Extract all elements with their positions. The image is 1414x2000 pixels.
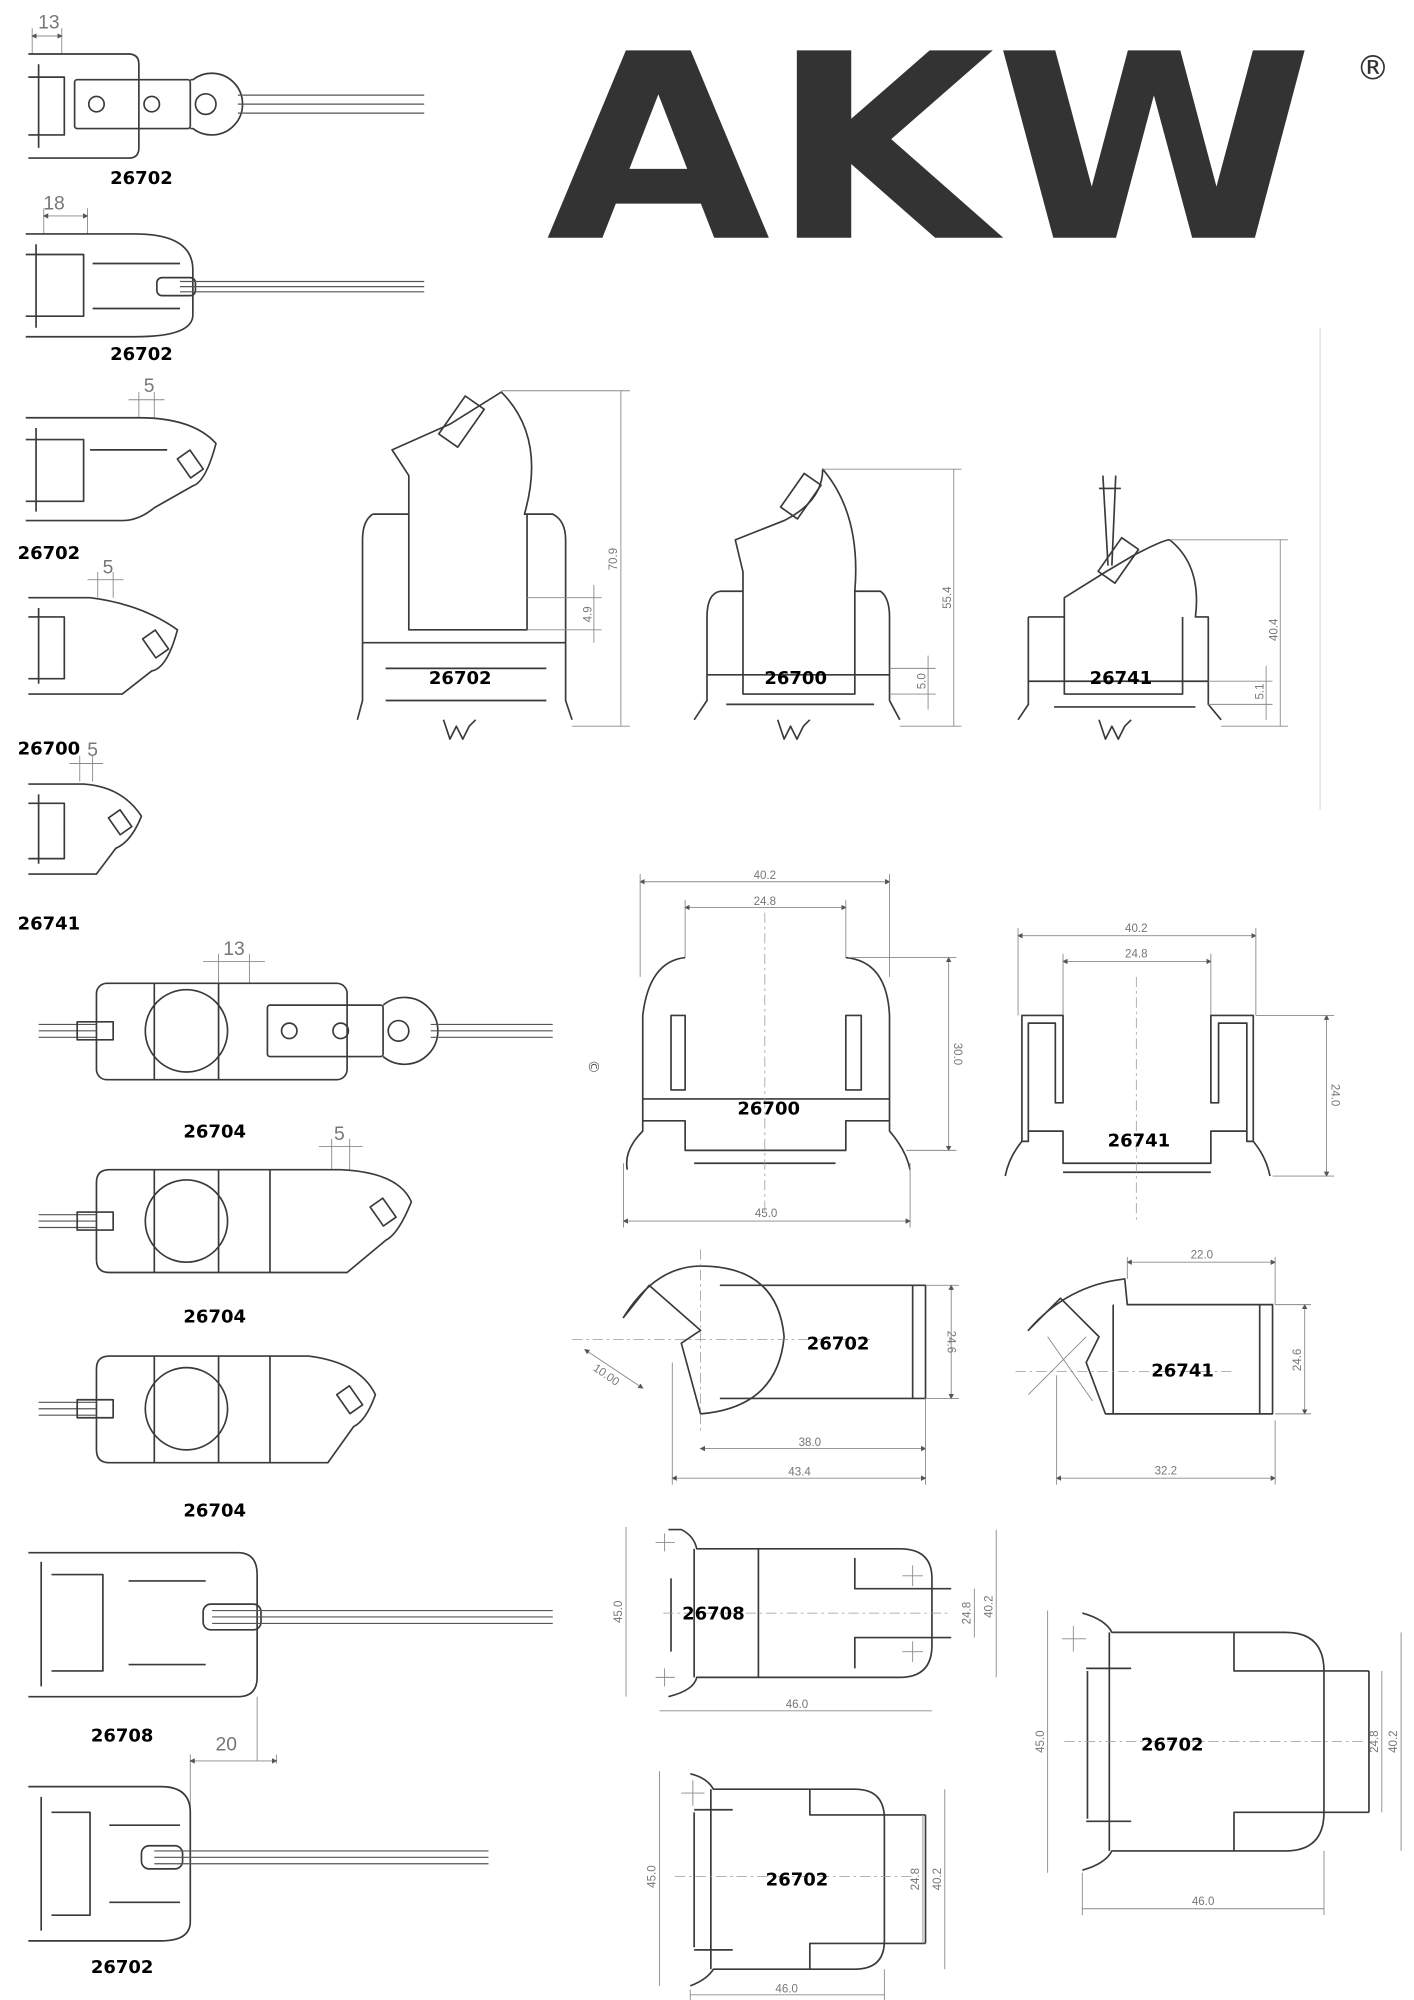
dim-label: 5	[103, 557, 114, 578]
akw-logo: AKW ®	[546, 0, 1389, 299]
section-26702-large: 45.0 24.8 40.2 46.0 26702	[1035, 1610, 1402, 1916]
dim-label: 22.0	[1191, 1249, 1213, 1261]
round-section-26702: 10.00 24.6 38.0 43.4 26702	[572, 1249, 959, 1485]
section-26700: 40.2 24.8 30.0 45.0 © 26700	[585, 870, 963, 1228]
profile-label: 26702	[1141, 1735, 1204, 1756]
profile-label: 26702	[766, 1870, 829, 1891]
dim-label: 10.00	[591, 1362, 622, 1388]
dim-label: 24.0	[1329, 1084, 1341, 1106]
dim-label: 38.0	[799, 1437, 821, 1449]
dim-label: 40.2	[1125, 923, 1147, 935]
dim-label: 24.8	[754, 896, 776, 908]
dim-label: 40.2	[983, 1595, 995, 1617]
dim-label: 70.9	[608, 548, 620, 570]
double-detail-2: 5 26704	[38, 1124, 413, 1328]
profile-label: 26704	[183, 1501, 246, 1522]
profile-label: 26741	[1090, 668, 1153, 689]
dim-label: 45.0	[755, 1208, 777, 1220]
dim-label: 24.6	[1292, 1349, 1304, 1371]
dim-label: 24.8	[1369, 1730, 1381, 1752]
left-detail-3: 5 26702	[18, 376, 217, 564]
dim-label: 4.9	[582, 606, 594, 622]
section-26708: 45.0 24.8 40.2 46.0 26708	[613, 1526, 997, 1712]
profile-label: 26708	[91, 1726, 154, 1747]
profile-label: 26741	[1108, 1131, 1171, 1152]
left-detail-4: 5 26700	[18, 557, 179, 759]
profile-label: 26702	[110, 344, 173, 365]
copyright-mark: ©	[585, 1060, 601, 1074]
profile-label: 26702	[91, 1957, 154, 1978]
profile-label: 26702	[807, 1334, 870, 1355]
dim-label: 40.2	[932, 1868, 944, 1890]
dim-label: 46.0	[1192, 1896, 1214, 1908]
dim-label: 18	[43, 194, 64, 215]
dim-label: 20	[216, 1735, 237, 1756]
dim-label: 45.0	[613, 1601, 625, 1623]
dim-label: 45.0	[1035, 1730, 1047, 1752]
double-detail-3: 26704	[38, 1355, 377, 1522]
bottom-left-detail-2: 20 26702	[28, 1735, 489, 1978]
profile-label: 26708	[682, 1604, 745, 1625]
profile-label: 26700	[764, 668, 827, 689]
profile-label: 26700	[18, 738, 81, 759]
dim-label: 43.4	[788, 1467, 811, 1479]
dim-label: 45.0	[647, 1865, 659, 1887]
left-detail-2: 18 26702	[25, 194, 425, 365]
section-26741: 40.2 24.8 24.0 26741	[1004, 923, 1341, 1222]
dim-label: 5	[144, 376, 155, 397]
dim-label: 40.2	[754, 870, 776, 882]
profile-label: 26741	[18, 913, 81, 934]
dim-label: 5.1	[1255, 683, 1267, 699]
left-detail-5: 5 26741	[18, 740, 143, 934]
brand-name: AKW	[546, 0, 1313, 299]
bottom-left-detail-1: 26708	[28, 1551, 553, 1761]
profile-label: 26702	[110, 168, 173, 189]
dim-label: 5	[87, 740, 98, 761]
dim-label: 46.0	[775, 1983, 797, 1995]
dim-label: 40.4	[1269, 618, 1281, 641]
profile-label: 26700	[737, 1098, 800, 1119]
dim-label: 5.0	[917, 673, 929, 689]
angled-profile-26702: 70.9 4.9 26702	[356, 390, 630, 740]
dim-label: 55.4	[942, 586, 954, 609]
dim-label: 40.2	[1388, 1730, 1400, 1752]
dim-label: 5	[334, 1124, 345, 1145]
profile-label: 26704	[183, 1122, 246, 1143]
registered-mark: ®	[1356, 49, 1389, 88]
dim-label: 24.8	[961, 1602, 973, 1624]
dim-label: 32.2	[1155, 1465, 1177, 1477]
profile-label: 26741	[1151, 1361, 1214, 1382]
profile-label: 26702	[18, 543, 81, 564]
profile-label: 26704	[183, 1307, 246, 1328]
angled-profile-26741: 40.4 5.1 26741	[1017, 475, 1288, 740]
section-26702-small: 45.0 24.8 40.2 46.0 26702	[647, 1771, 946, 2000]
dim-label: 13	[38, 12, 59, 33]
dim-label: 24.8	[910, 1868, 922, 1890]
profile-label: 26702	[429, 668, 492, 689]
round-section-26741: 22.0 24.6 32.2 26741	[1015, 1249, 1312, 1485]
dim-label: 13	[223, 939, 244, 960]
dim-label: 24.6	[944, 1331, 956, 1353]
angled-profile-26700: 55.4 5.0 26700	[693, 468, 962, 740]
double-detail-1: 13 26704	[38, 939, 553, 1143]
dim-label: 46.0	[786, 1699, 808, 1711]
left-detail-1: 13 26702	[28, 12, 425, 189]
dim-label: 30.0	[951, 1043, 963, 1065]
dim-label: 24.8	[1125, 949, 1147, 961]
